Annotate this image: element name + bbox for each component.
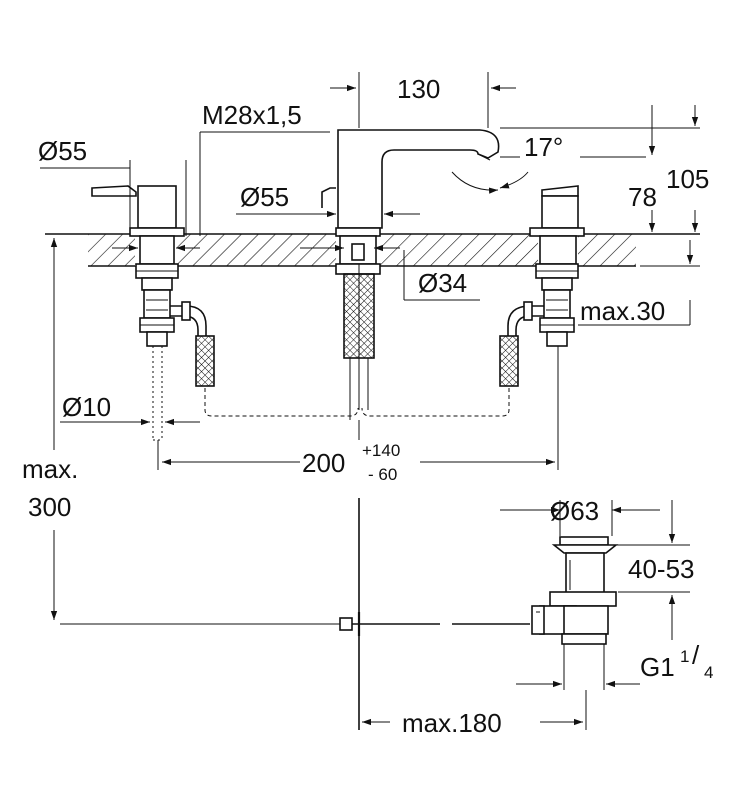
dim-thread: M28x1,5	[202, 100, 302, 130]
dim-spacing: 200	[302, 448, 345, 478]
popup-rod	[60, 498, 530, 730]
dim-spacing-plus: +140	[362, 441, 400, 460]
dim-height-spout: 78	[628, 182, 657, 212]
dim-waste-dia: Ø63	[550, 496, 599, 526]
waste-fitting	[531, 536, 619, 690]
dim-max-depth-line1: max.	[22, 454, 78, 484]
dim-spout-reach: 130	[397, 74, 440, 104]
dim-spout-dia: Ø55	[240, 182, 289, 212]
dim-waste-range: 40-53	[628, 554, 695, 584]
dim-waste-thread: G1	[640, 652, 675, 682]
hose-right-dashed	[361, 388, 510, 417]
dim-waste-reach: max.180	[402, 708, 502, 738]
dim-max-thickness: max.30	[580, 296, 665, 326]
left-handle-valve	[91, 185, 215, 441]
dim-angle: 17°	[524, 132, 563, 162]
dim-handle-dia: Ø55	[38, 136, 87, 166]
hose-left-dashed	[204, 388, 359, 417]
dim-height-total: 105	[666, 164, 709, 194]
dim-connection-dia: Ø10	[62, 392, 111, 422]
dim-hole-dia: Ø34	[418, 268, 467, 298]
dim-max-depth-line2: 300	[28, 492, 71, 522]
dimension-lines	[40, 72, 700, 730]
dim-spacing-minus: - 60	[368, 465, 397, 484]
dim-waste-thread-den: 4	[704, 663, 713, 682]
spout	[321, 129, 500, 440]
fraction-slash: /	[692, 640, 700, 670]
dim-waste-thread-num: 1	[680, 647, 689, 666]
right-handle-valve	[499, 185, 585, 387]
